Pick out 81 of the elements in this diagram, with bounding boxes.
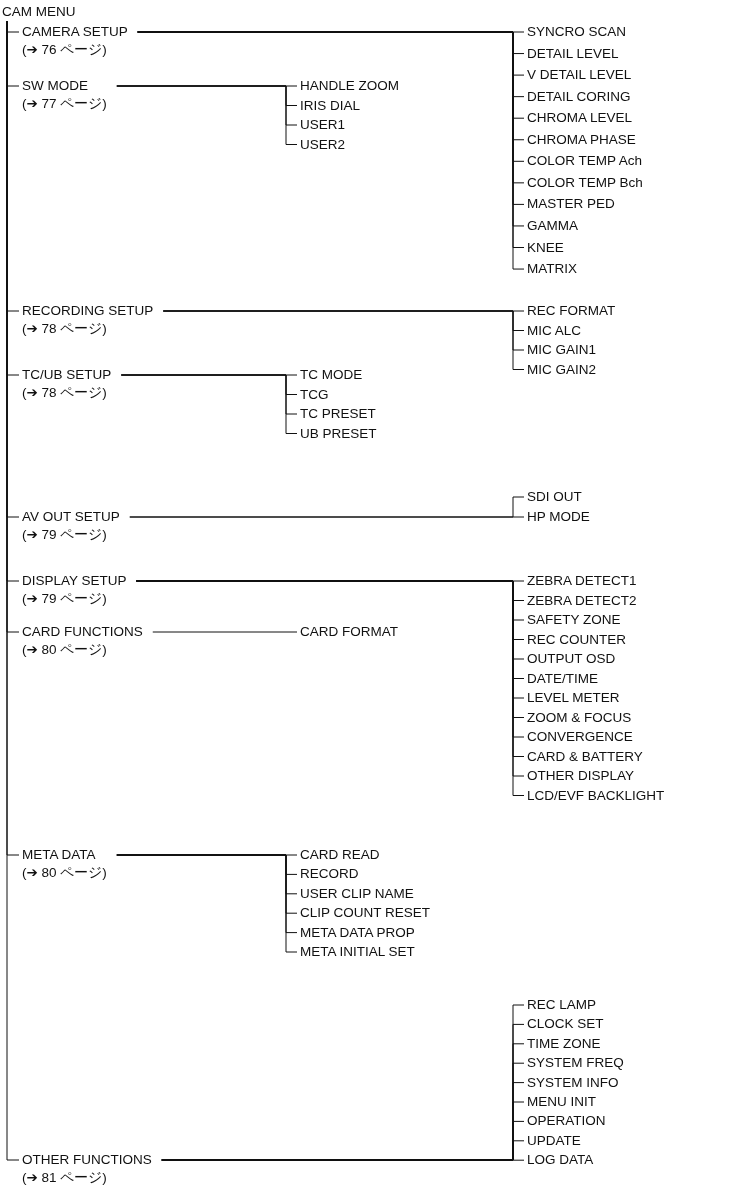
menu-item-label: SDI OUT — [527, 488, 582, 506]
menu-item-label: USER2 — [300, 135, 345, 154]
menu-item-label: REC FORMAT — [527, 302, 616, 320]
menu-item-label: CHROMA PHASE — [527, 130, 636, 149]
menu-item-label: COLOR TEMP Bch — [527, 173, 643, 192]
menu-item-label: LCD/EVF BACKLIGHT — [527, 786, 665, 805]
menu-item-label: SAFETY ZONE — [527, 611, 621, 629]
menu-item-label: DISPLAY SETUP — [22, 572, 127, 590]
menu-item-label: USER1 — [300, 116, 345, 134]
menu-item-label: META INITIAL SET — [300, 943, 415, 961]
menu-item-label: UB PRESET — [300, 424, 377, 443]
menu-item-label: LEVEL METER — [527, 689, 620, 707]
menu-item-label: TC/UB SETUP — [22, 366, 112, 384]
menu-item-label: KNEE — [527, 238, 564, 257]
page-reference: (➔ 78 ページ) — [22, 384, 108, 402]
menu-item-label: ZOOM & FOCUS — [527, 708, 632, 727]
tree-connector — [161, 1159, 525, 1161]
page-reference: (➔ 79 ページ) — [22, 526, 108, 544]
menu-item-label: GAMMA — [527, 216, 578, 235]
menu-item-label: META DATA — [22, 846, 97, 864]
menu-item-label: MIC GAIN2 — [527, 360, 596, 379]
menu-item-label: USER CLIP NAME — [300, 884, 414, 903]
menu-item-label: V DETAIL LEVEL — [527, 66, 632, 85]
menu-item-label: CARD & BATTERY — [527, 747, 643, 766]
menu-item-label: SYNCRO SCAN — [527, 23, 626, 41]
menu-item-label: COLOR TEMP Ach — [527, 152, 643, 171]
menu-title: CAM MENU — [2, 3, 76, 21]
menu-item-label: CLIP COUNT RESET — [300, 904, 431, 923]
menu-item-label: MIC ALC — [527, 321, 581, 340]
menu-item-label: MASTER PED — [527, 195, 615, 214]
menu-item-label: OPERATION — [527, 1112, 606, 1131]
menu-item-label: HP MODE — [527, 508, 590, 526]
menu-item-label: CONVERGENCE — [527, 728, 633, 746]
page-reference: (➔ 81 ページ) — [22, 1169, 108, 1187]
menu-item-label: MATRIX — [527, 260, 577, 279]
menu-item-label: OTHER FUNCTIONS — [22, 1151, 152, 1169]
tree-connector — [129, 516, 525, 518]
menu-item-label: REC COUNTER — [527, 630, 626, 649]
menu-item-label: CLOCK SET — [527, 1015, 604, 1034]
menu-item-label: DETAIL CORING — [527, 87, 631, 106]
menu-item-label: TC PRESET — [300, 405, 376, 423]
menu-item-label: OTHER DISPLAY — [527, 767, 635, 785]
page-reference: (➔ 78 ページ) — [22, 320, 108, 338]
menu-item-label: SW MODE — [22, 77, 89, 95]
menu-item-label: TIME ZONE — [527, 1034, 601, 1053]
menu-item-label: OUTPUT OSD — [527, 650, 616, 668]
menu-item-label: SYSTEM INFO — [527, 1073, 619, 1092]
menu-item-label: CHROMA LEVEL — [527, 109, 633, 128]
menu-item-label: CARD FUNCTIONS — [22, 623, 143, 641]
tree-connector — [116, 854, 298, 953]
tree-connector — [162, 310, 525, 370]
menu-item-label: DATE/TIME — [527, 669, 598, 688]
menu-item-label: CARD FORMAT — [300, 623, 398, 641]
menu-item-label: ZEBRA DETECT1 — [527, 572, 637, 590]
menu-item-label: AV OUT SETUP — [22, 508, 120, 526]
page-reference: (➔ 80 ページ) — [22, 864, 107, 882]
menu-item-label: CARD READ — [300, 846, 380, 864]
menu-item-label: UPDATE — [527, 1131, 581, 1150]
tree-connector — [116, 85, 298, 145]
menu-item-label: TCG — [300, 385, 329, 404]
page-reference: (➔ 79 ページ) — [22, 590, 108, 608]
page-reference: (➔ 80 ページ) — [22, 641, 108, 659]
menu-item-label: RECORDING SETUP — [22, 302, 154, 320]
menu-item-label: TC MODE — [300, 366, 363, 384]
menu-item-label: REC LAMP — [527, 996, 597, 1014]
menu-item-label: CAMERA SETUP — [22, 23, 128, 41]
menu-item-label: MENU INIT — [527, 1093, 596, 1111]
menu-item-label: IRIS DIAL — [300, 96, 361, 115]
menu-item-label: RECORD — [300, 865, 359, 884]
tree-connector — [120, 374, 298, 434]
menu-item-label: SYSTEM FREQ — [527, 1054, 624, 1073]
menu-item-label: LOG DATA — [527, 1151, 594, 1170]
menu-item-label: ZEBRA DETECT2 — [527, 591, 637, 610]
tree-connector — [152, 631, 298, 633]
menu-item-label: DETAIL LEVEL — [527, 44, 619, 63]
menu-item-label: META DATA PROP — [300, 923, 415, 942]
page-reference: (➔ 77 ページ) — [22, 95, 107, 113]
menu-item-label: MIC GAIN1 — [527, 341, 596, 359]
page-reference: (➔ 76 ページ) — [22, 41, 108, 59]
menu-item-label: HANDLE ZOOM — [300, 77, 399, 95]
tree-connector — [6, 20, 20, 1161]
